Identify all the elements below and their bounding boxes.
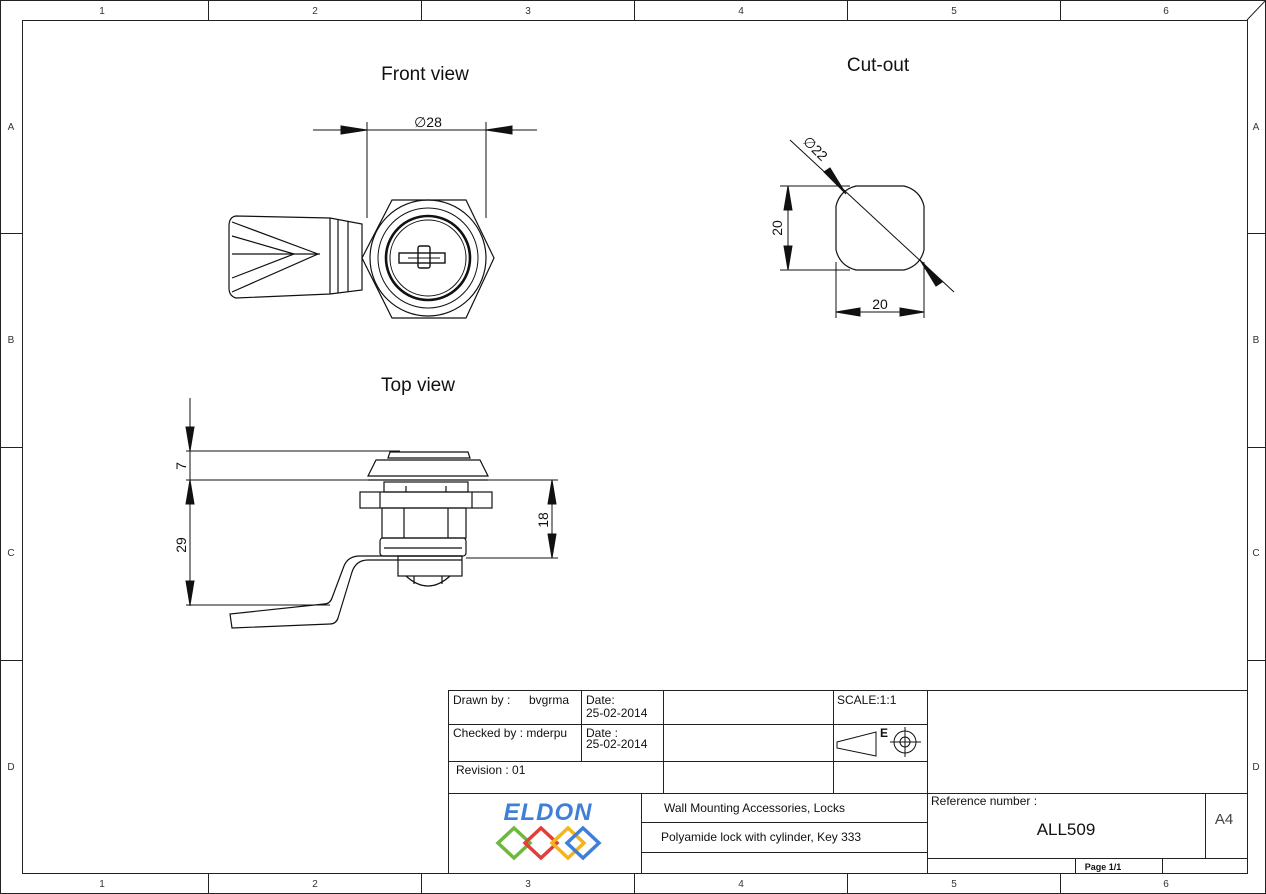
reference-label: Reference number : <box>931 794 1037 808</box>
top-view: Top view <box>173 375 558 629</box>
category: Wall Mounting Accessories, Locks <box>664 801 845 815</box>
top-dim-18 <box>466 479 558 559</box>
cutout-diameter-dimension <box>789 139 955 293</box>
cutout-shape <box>835 185 925 271</box>
lock-side-profile <box>229 451 493 629</box>
top-view-title: Top view <box>381 375 455 396</box>
lever-handle <box>228 215 363 299</box>
cutout-view-title: Cut-out <box>847 55 910 76</box>
page-number: Page 1/1 <box>1085 862 1122 872</box>
row-labels-right: A B C D <box>1252 122 1259 773</box>
col-label: 5 <box>951 879 957 890</box>
logo-wordmark: ELDON <box>504 799 593 826</box>
row-labels-left: A B C D <box>7 122 14 773</box>
projection-symbol <box>836 727 921 757</box>
col-label: 2 <box>312 6 318 17</box>
row-label: D <box>7 762 14 773</box>
revision: Revision : 01 <box>456 763 526 777</box>
col-label: 5 <box>951 6 957 17</box>
logo-diamond-red <box>522 825 560 861</box>
row-label: C <box>7 548 14 559</box>
drawn-by-value: bvgrma <box>529 693 569 707</box>
date1-value: 25-02-2014 <box>586 706 648 720</box>
column-labels-top: 1 2 3 4 5 6 <box>99 6 1169 17</box>
col-label: 2 <box>312 879 318 890</box>
col-label: 4 <box>738 879 744 890</box>
col-label: 3 <box>525 879 531 890</box>
row-label: C <box>1252 548 1259 559</box>
cutout-view: Cut-out ∅22 20 20 <box>769 55 955 318</box>
row-label: A <box>8 122 15 133</box>
scale-label: SCALE:1:1 <box>837 693 897 707</box>
description: Polyamide lock with cylinder, Key 333 <box>661 830 861 844</box>
col-label: 4 <box>738 6 744 17</box>
top-dim-7-label: 7 <box>173 462 189 470</box>
col-label: 6 <box>1163 879 1169 890</box>
col-label: 1 <box>99 6 105 17</box>
front-diameter-label: ∅28 <box>414 114 442 130</box>
date1-label: Date: <box>586 693 615 707</box>
date2-label: Date : <box>586 726 618 740</box>
cutout-height-dimension <box>780 185 850 271</box>
row-label: A <box>1253 122 1260 133</box>
row-label: D <box>1252 762 1259 773</box>
col-label: 1 <box>99 879 105 890</box>
cutout-diameter-label: ∅22 <box>800 133 831 164</box>
lock-cylinder-face <box>361 199 495 319</box>
front-view: Front view ∅28 <box>228 64 537 319</box>
sheet-size: A4 <box>1215 811 1233 828</box>
col-label: 3 <box>525 6 531 17</box>
col-label: 6 <box>1163 6 1169 17</box>
column-labels-bottom: 1 2 3 4 5 6 <box>99 879 1169 890</box>
row-label: B <box>1253 335 1260 346</box>
front-view-title: Front view <box>381 64 469 85</box>
date2-value: 25-02-2014 <box>586 737 648 751</box>
cutout-width-dimension <box>835 262 925 318</box>
projection-letter: E <box>880 726 888 740</box>
top-dim-29-label: 29 <box>173 537 189 553</box>
logo-diamond-yellow <box>549 825 587 861</box>
cutout-height-label: 20 <box>769 220 785 236</box>
top-dim-29 <box>185 580 330 606</box>
cutout-width-label: 20 <box>872 296 888 312</box>
logo-diamonds <box>495 825 602 861</box>
top-dim-7 <box>185 398 400 606</box>
eldon-logo: ELDON <box>495 799 602 861</box>
row-label: B <box>8 335 15 346</box>
checked-by: Checked by : mderpu <box>453 726 567 740</box>
front-diameter-dimension <box>313 122 537 218</box>
logo-diamond-blue <box>564 825 602 861</box>
title-block <box>448 690 1248 874</box>
top-dim-18-label: 18 <box>535 512 551 528</box>
logo-diamond-green <box>495 825 533 861</box>
reference-number: ALL509 <box>1037 820 1096 839</box>
drawn-by-label: Drawn by : <box>453 693 510 707</box>
